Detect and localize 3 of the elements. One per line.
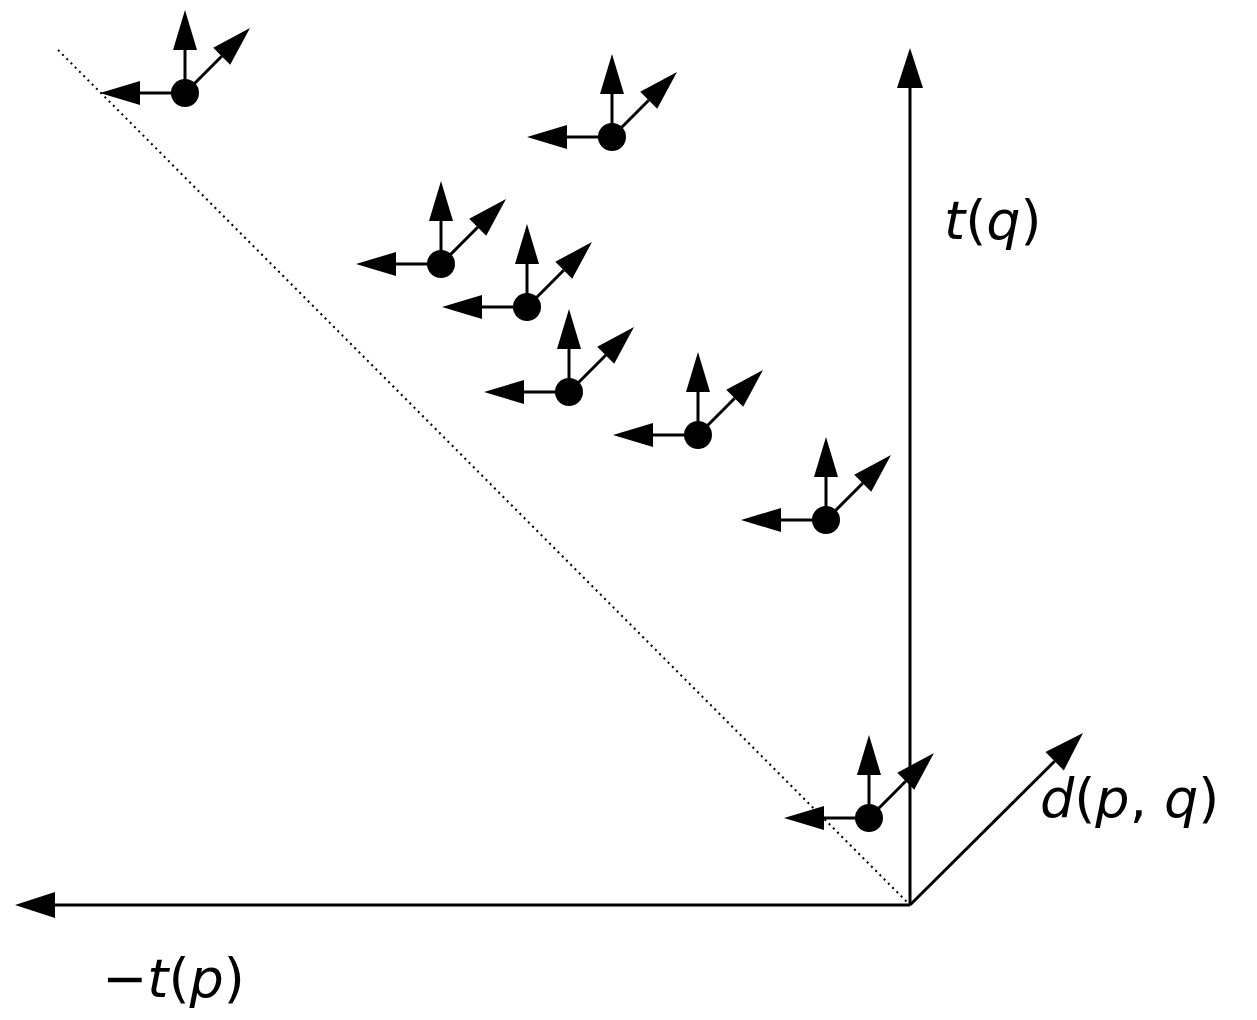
axis-label: d(p, q) [1040,772,1220,826]
axis-label: −t(p) [102,952,245,1006]
axis-label: t(q) [944,194,1042,248]
